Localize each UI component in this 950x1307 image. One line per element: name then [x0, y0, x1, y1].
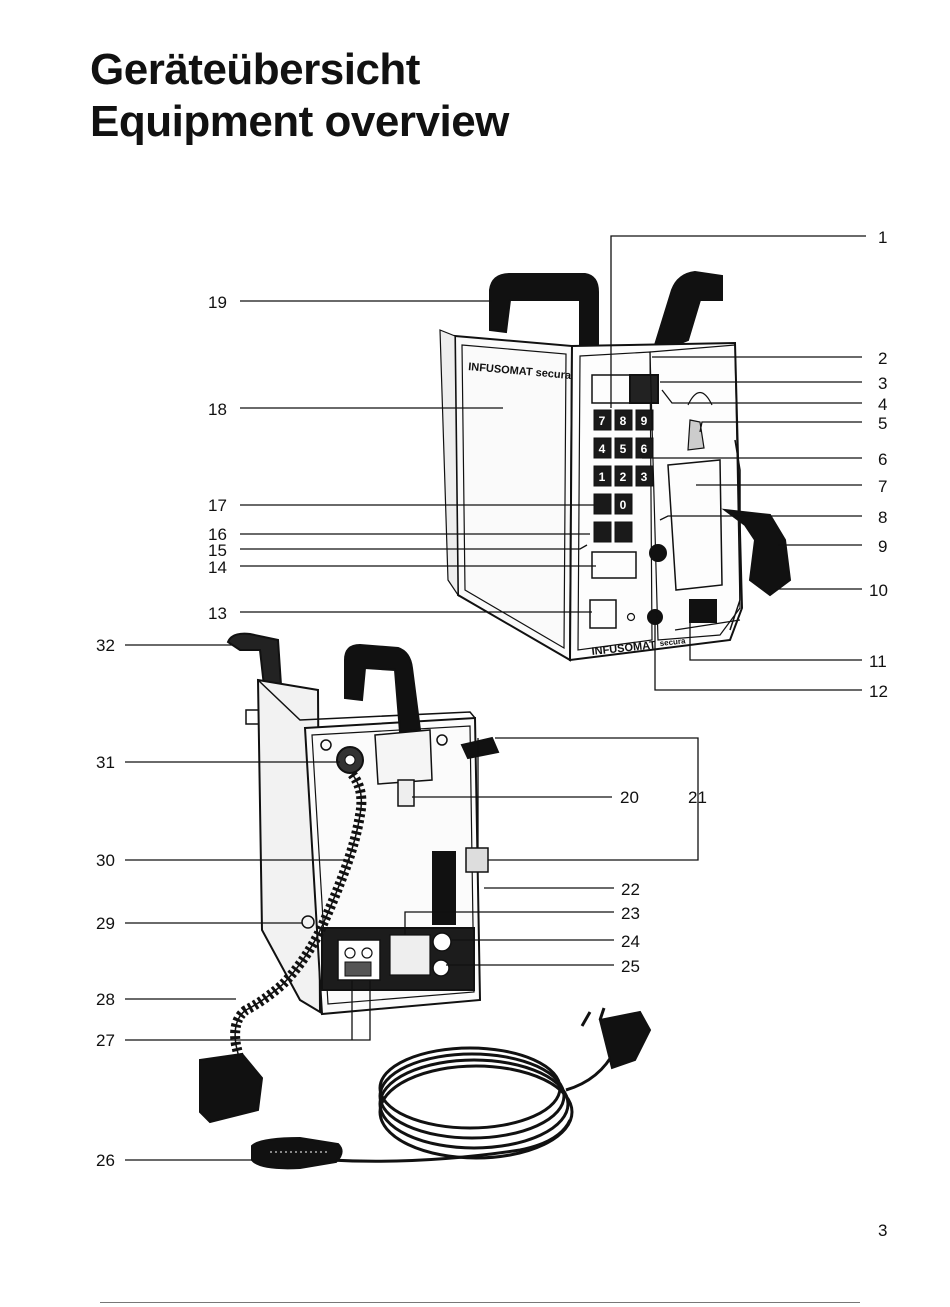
callout-12: 12: [869, 682, 888, 701]
key-label-9: 9: [641, 414, 648, 428]
callout-29: 29: [96, 914, 115, 933]
callout-21: 21: [688, 788, 707, 807]
key-alarm-mute: [615, 522, 632, 542]
callout-24: 24: [621, 932, 640, 951]
handle-right: [655, 272, 722, 345]
key-label-4: 4: [599, 442, 606, 456]
key-label-5: 5: [620, 442, 627, 456]
power-cord: [330, 1048, 615, 1161]
rear-handle: [345, 645, 420, 732]
mains-plug: [600, 1012, 650, 1068]
callout-2: 2: [878, 349, 887, 368]
callout-22: 22: [621, 880, 640, 899]
label-strip: [433, 852, 455, 924]
key-label-0: 0: [620, 498, 627, 512]
callout-18: 18: [208, 400, 227, 419]
callout-16: 16: [208, 525, 227, 544]
key-extra: [594, 494, 611, 514]
rear-device-illustration: [200, 634, 650, 1169]
key-label-2: 2: [620, 470, 627, 484]
callout-30: 30: [96, 851, 115, 870]
callout-28: 28: [96, 990, 115, 1009]
door-knob: [650, 545, 666, 561]
callout-19: 19: [208, 293, 227, 312]
scan-edge-line: [100, 1302, 860, 1303]
callout-1: 1: [878, 228, 887, 247]
callout-25: 25: [621, 957, 640, 976]
callout-11: 11: [869, 652, 887, 671]
callout-8: 8: [878, 508, 887, 527]
callout-7: 7: [878, 477, 887, 496]
cable-adapter: [200, 1054, 262, 1122]
callout-6: 6: [878, 450, 887, 469]
callout-32: 32: [96, 636, 115, 655]
callout-10: 10: [869, 581, 888, 600]
callout-14: 14: [208, 558, 227, 577]
key-label-7: 7: [599, 414, 606, 428]
callout-17: 17: [208, 496, 227, 515]
callout-5: 5: [878, 414, 887, 433]
callout-3: 3: [878, 374, 887, 393]
callout-9: 9: [878, 537, 887, 556]
key-label-6: 6: [641, 442, 648, 456]
handle-left: [490, 274, 598, 345]
key-label-8: 8: [620, 414, 627, 428]
page-number: 3: [878, 1221, 887, 1241]
front-device-illustration: 7 8 9 4 5 6 1 2 3 0: [440, 272, 790, 660]
key-start: [594, 522, 611, 542]
air-sensor-button: [648, 610, 662, 624]
key-label-3: 3: [641, 470, 648, 484]
callout-26: 26: [96, 1151, 115, 1170]
cord-connector: [252, 1138, 342, 1168]
key-label-1: 1: [599, 470, 606, 484]
callout-13: 13: [208, 604, 227, 623]
callout-23: 23: [621, 904, 640, 923]
callout-20: 20: [620, 788, 639, 807]
callout-27: 27: [96, 1031, 115, 1050]
callout-4: 4: [878, 395, 887, 414]
clip-lower: [466, 848, 488, 872]
callout-31: 31: [96, 753, 115, 772]
